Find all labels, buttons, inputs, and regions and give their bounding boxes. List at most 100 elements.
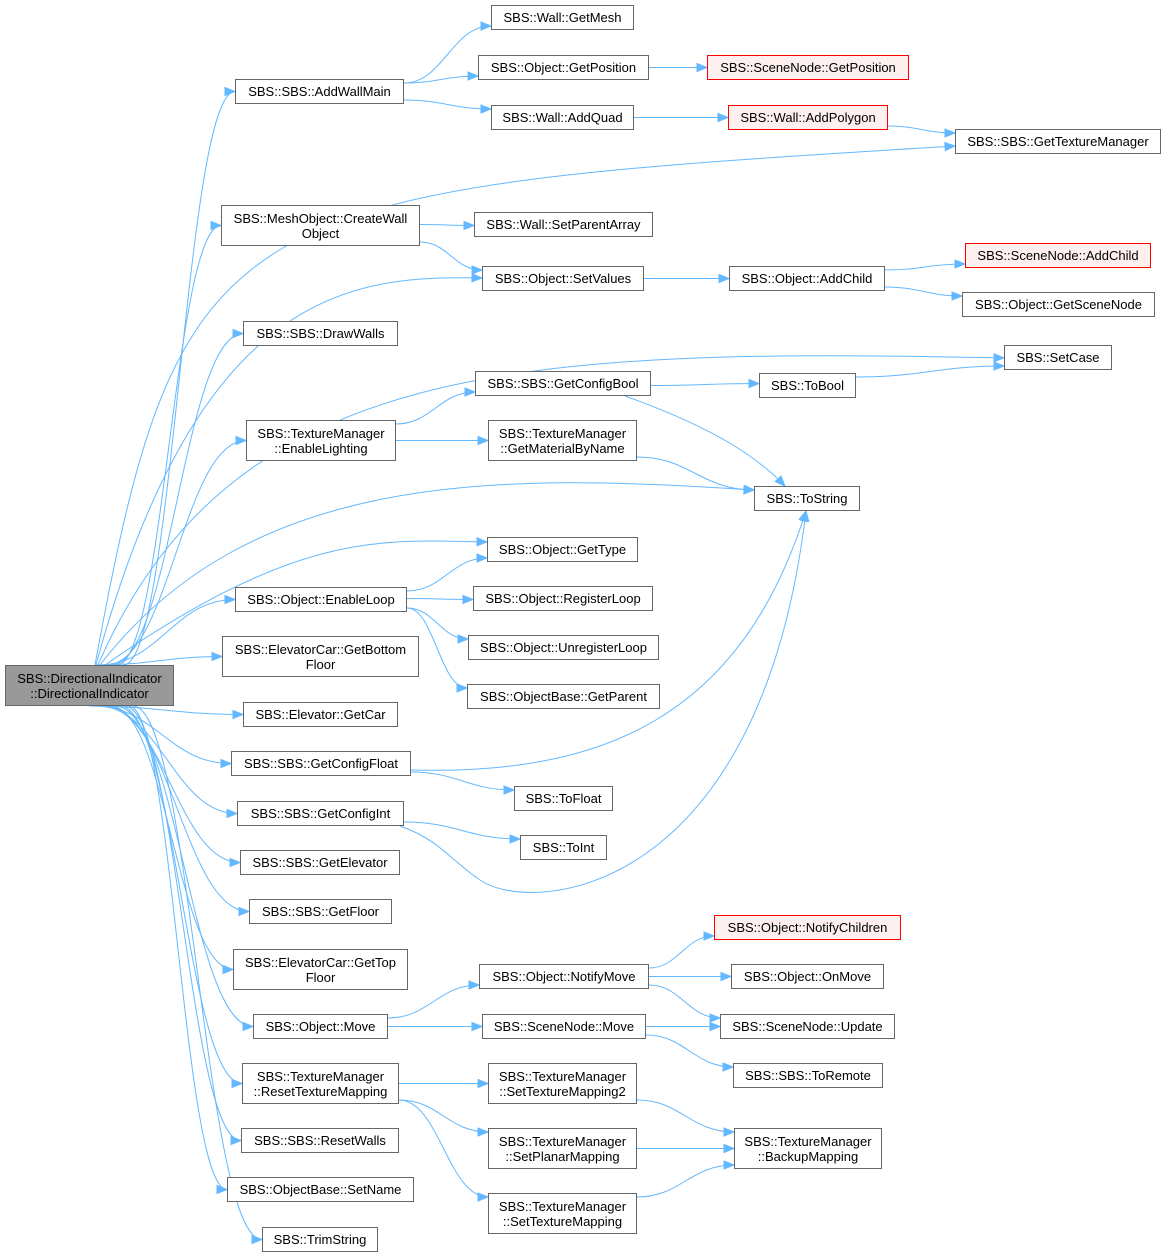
node-getcar[interactable]: SBS::Elevator::GetCar [243, 702, 398, 727]
edge-addwallmain-to-getmesh [403, 25, 492, 84]
node-label-line: SBS::Object::NotifyChildren [727, 920, 888, 935]
edge-arrowhead [503, 785, 516, 795]
node-label-line: SBS::SBS::GetElevator [252, 855, 388, 870]
edge-arrowhead [477, 1127, 490, 1137]
edge-arrowhead [464, 387, 477, 397]
node-resettexmap[interactable]: SBS::TextureManager::ResetTextureMapping [242, 1063, 399, 1104]
node-addpolygon[interactable]: SBS::Wall::AddPolygon [728, 105, 888, 130]
edge-arrowhead [229, 857, 242, 868]
node-backupmapping[interactable]: SBS::TextureManager::BackupMapping [734, 1128, 882, 1169]
edge-arrowhead [211, 651, 224, 662]
node-toint[interactable]: SBS::ToInt [520, 835, 607, 860]
node-gettexmgr[interactable]: SBS::SBS::GetTextureManager [955, 129, 1161, 154]
node-label-line: SBS::TextureManager [498, 425, 627, 441]
node-toremote[interactable]: SBS::SBS::ToRemote [733, 1063, 883, 1088]
edge-arrowhead [230, 1135, 243, 1146]
node-label-line: SBS::ElevatorCar::GetBottom [234, 641, 407, 657]
node-sn-getposition[interactable]: SBS::SceneNode::GetPosition [707, 55, 909, 80]
node-tostring[interactable]: SBS::ToString [754, 486, 860, 511]
node-getconfigint[interactable]: SBS::SBS::GetConfigInt [237, 801, 404, 826]
edge-arrowhead [251, 1234, 264, 1245]
edge-arrowhead [232, 328, 245, 339]
node-label-line: SBS::ObjectBase::SetName [239, 1182, 402, 1197]
edge-arrowhead [471, 265, 484, 275]
node-trimstring[interactable]: SBS::TrimString [262, 1227, 378, 1252]
node-label-line: SBS::Wall::AddQuad [502, 110, 623, 125]
node-registerloop[interactable]: SBS::Object::RegisterLoop [473, 586, 653, 611]
node-label-line: SBS::SBS::GetFloor [261, 904, 380, 919]
node-label-line: SBS::ToFloat [525, 791, 602, 806]
edge-root-to-setcase [97, 355, 1005, 666]
node-label-line: SBS::TextureManager [498, 1133, 627, 1149]
node-enablelighting[interactable]: SBS::TextureManager::EnableLighting [246, 420, 396, 461]
node-settexmap[interactable]: SBS::TextureManager::SetTextureMapping [488, 1193, 637, 1234]
node-getmesh[interactable]: SBS::Wall::GetMesh [491, 5, 634, 30]
edge-arrowhead [471, 273, 484, 283]
node-setplanar[interactable]: SBS::TextureManager::SetPlanarMapping [488, 1128, 637, 1169]
node-addchild[interactable]: SBS::Object::AddChild [729, 266, 885, 291]
edge-arrowhead [467, 71, 480, 81]
node-getparent[interactable]: SBS::ObjectBase::GetParent [467, 684, 660, 709]
node-label-line: SBS::SBS::GetTextureManager [967, 134, 1149, 149]
edge-tobool-to-setcase [855, 365, 1005, 378]
node-getposition[interactable]: SBS::Object::GetPosition [478, 55, 649, 80]
node-label-line: ::DirectionalIndicator [30, 685, 149, 701]
node-setvalues[interactable]: SBS::Object::SetValues [482, 266, 644, 291]
edge-root-to-enablelighting [106, 440, 247, 666]
edge-arrowhead [242, 1021, 255, 1032]
node-enableloop[interactable]: SBS::Object::EnableLoop [235, 587, 407, 612]
node-tobool[interactable]: SBS::ToBool [759, 373, 856, 398]
edge-arrowhead [220, 758, 233, 769]
node-unregisterloop[interactable]: SBS::Object::UnregisterLoop [468, 635, 659, 660]
node-label-line: SBS::Object::GetPosition [490, 60, 637, 75]
edge-arrowhead [231, 1078, 244, 1089]
node-label-line: SBS::SceneNode::Move [493, 1019, 635, 1034]
node-snupdate[interactable]: SBS::SceneNode::Update [720, 1014, 895, 1039]
node-addquad[interactable]: SBS::Wall::AddQuad [491, 105, 634, 130]
edge-arrowhead [224, 86, 237, 97]
node-onmove[interactable]: SBS::Object::OnMove [731, 964, 884, 989]
node-drawwalls[interactable]: SBS::SBS::DrawWalls [243, 321, 398, 346]
edge-getconfigbool-to-tobool [650, 383, 760, 386]
node-gettype[interactable]: SBS::Object::GetType [487, 537, 638, 562]
node-getscenenode[interactable]: SBS::Object::GetSceneNode [962, 292, 1155, 317]
node-label-line: Floor [305, 656, 336, 672]
node-tofloat[interactable]: SBS::ToFloat [514, 786, 613, 811]
node-setname[interactable]: SBS::ObjectBase::SetName [227, 1177, 414, 1202]
node-label-line: ::BackupMapping [757, 1148, 859, 1164]
edge-root-to-gettopfloor [110, 705, 234, 970]
node-notifymove[interactable]: SBS::Object::NotifyMove [479, 964, 649, 989]
node-label-line: SBS::ToInt [532, 840, 595, 855]
node-sn-addchild[interactable]: SBS::SceneNode::AddChild [965, 243, 1151, 268]
node-objmove[interactable]: SBS::Object::Move [253, 1014, 388, 1039]
node-getfloor[interactable]: SBS::SBS::GetFloor [249, 899, 392, 924]
node-notifychildren[interactable]: SBS::Object::NotifyChildren [714, 915, 901, 940]
node-getconfigfloat[interactable]: SBS::SBS::GetConfigFloat [231, 751, 411, 776]
node-label-line: SBS::TextureManager [498, 1198, 627, 1214]
node-label-line: SBS::SBS::DrawWalls [256, 326, 385, 341]
edge-addchild-to-sn_addchild [884, 263, 966, 271]
edge-root-to-gettype [104, 540, 488, 666]
node-getelevator[interactable]: SBS::SBS::GetElevator [240, 850, 400, 875]
node-addwallmain[interactable]: SBS::SBS::AddWallMain [235, 79, 404, 104]
node-setparentarray[interactable]: SBS::Wall::SetParentArray [474, 212, 653, 237]
edge-addchild-to-getscenenode [884, 286, 963, 297]
node-label-line: SBS::Object::SetValues [494, 271, 632, 286]
node-settexmap2[interactable]: SBS::TextureManager::SetTextureMapping2 [488, 1063, 637, 1104]
node-snmove[interactable]: SBS::SceneNode::Move [482, 1014, 646, 1039]
node-getmaterialbyname[interactable]: SBS::TextureManager::GetMaterialByName [488, 420, 637, 461]
edge-resettexmap-to-setplanar [398, 1099, 489, 1133]
node-resetwalls[interactable]: SBS::SBS::ResetWalls [241, 1128, 399, 1153]
edge-arrowhead [226, 808, 239, 819]
node-label-line: ::SetPlanarMapping [505, 1148, 620, 1164]
edge-arrowhead [456, 683, 469, 693]
node-getconfigbool[interactable]: SBS::SBS::GetConfigBool [475, 371, 651, 396]
node-label-line: SBS::ObjectBase::GetParent [480, 689, 647, 704]
node-setcase[interactable]: SBS::SetCase [1004, 345, 1112, 370]
node-label-line: SBS::SetCase [1016, 350, 1100, 365]
edge-notifymove-to-notifychildren [648, 935, 715, 969]
node-label-line: ::GetMaterialByName [500, 440, 625, 456]
